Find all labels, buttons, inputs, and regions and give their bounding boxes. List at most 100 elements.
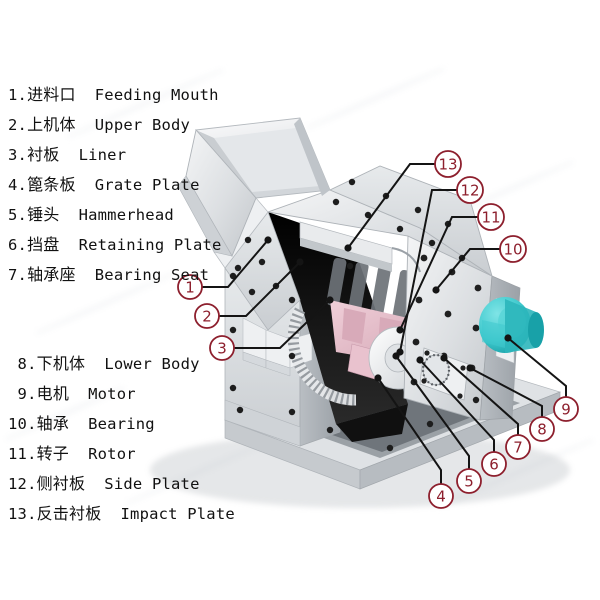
legend-item: 9.电机 Motor — [8, 379, 235, 409]
legend-item: 12.侧衬板 Side Plate — [8, 469, 235, 499]
legend-en: Liner — [78, 146, 127, 164]
legend-en: Bearing Seat — [94, 266, 210, 284]
legend-list-bottom: 8.下机体 Lower Body 9.电机 Motor 10.轴承 Bearin… — [8, 349, 235, 529]
callout-circle — [456, 468, 482, 494]
callout-5[interactable]: 5 — [456, 468, 482, 494]
legend-cn: 下机体 — [36, 354, 86, 373]
legend-num: 11. — [8, 445, 37, 463]
legend-num: 7. — [8, 266, 28, 284]
feeding-mouth-hopper — [177, 117, 331, 258]
callout-label: 6 — [489, 456, 499, 474]
legend-en: Motor — [88, 385, 136, 403]
callout-circle — [529, 416, 555, 442]
legend-en: Bearing — [88, 415, 155, 433]
leader-endpoint-dots — [264, 236, 512, 382]
callout-circle — [209, 335, 235, 361]
callout-circle — [505, 434, 531, 460]
callout-11[interactable]: 11 — [477, 203, 505, 231]
legend-cn: 侧衬板 — [36, 474, 86, 493]
legend-en: Side Plate — [104, 475, 200, 493]
callout-label: 9 — [561, 401, 571, 419]
legend-item: 10.轴承 Bearing — [8, 409, 235, 439]
legend-en: Grate Plate — [94, 176, 200, 194]
leader-lines — [202, 163, 567, 484]
callout-circle — [477, 203, 505, 231]
callout-label: 12 — [460, 182, 479, 200]
legend-cn: 进料口 — [27, 85, 76, 104]
legend-cn: 锤头 — [27, 205, 60, 224]
callout-label: 1 — [185, 279, 195, 297]
legend-item: 11.转子 Rotor — [8, 439, 235, 469]
legend-item: 2.上机体 Upper Body — [8, 110, 222, 140]
callout-3[interactable]: 3 — [209, 335, 235, 361]
legend-num: 6. — [8, 236, 28, 254]
callout-10[interactable]: 10 — [499, 235, 527, 263]
callout-2[interactable]: 2 — [194, 303, 220, 329]
bearing-seat — [419, 347, 469, 401]
callout-label: 4 — [436, 488, 446, 506]
legend-num: 8. — [17, 355, 37, 373]
upper-body — [266, 165, 493, 278]
callout-9[interactable]: 9 — [553, 396, 579, 422]
callout-circle — [456, 176, 484, 204]
callout-circle — [428, 483, 454, 509]
legend-num: 9. — [17, 385, 37, 403]
legend-num: 1. — [8, 86, 28, 104]
callout-label: 3 — [217, 340, 227, 358]
legend-num: 13. — [8, 505, 37, 523]
legend-en: Upper Body — [94, 116, 191, 134]
callout-12[interactable]: 12 — [456, 176, 484, 204]
legend-num: 5. — [8, 206, 28, 224]
callout-label: 5 — [464, 473, 474, 491]
legend-item: 6.挡盘 Retaining Plate — [8, 230, 222, 260]
legend-cn: 挡盘 — [27, 235, 60, 254]
legend-cn: 轴承 — [36, 414, 70, 433]
legend-item: 1.进料口 Feeding Mouth — [8, 80, 222, 110]
impact-plate — [299, 221, 421, 273]
motor — [479, 297, 544, 353]
callout-label: 10 — [503, 241, 522, 259]
callout-label: 7 — [513, 439, 523, 457]
legend-cn: 上机体 — [27, 115, 76, 134]
legend-num: 10. — [8, 415, 37, 433]
legend-cn: 转子 — [36, 444, 70, 463]
legend-num: 4. — [8, 176, 28, 194]
legend-item: 8.下机体 Lower Body — [8, 349, 235, 379]
callout-circle — [481, 451, 507, 477]
legend-cn: 反击衬板 — [36, 504, 102, 523]
legend-list-top: 1.进料口 Feeding Mouth 2.上机体 Upper Body 3.衬… — [8, 80, 222, 290]
callout-13[interactable]: 13 — [434, 150, 462, 178]
legend-cn: 电机 — [36, 384, 70, 403]
legend-cn: 篦条板 — [27, 175, 76, 194]
callout-circle — [499, 235, 527, 263]
legend-item: 13.反击衬板 Impact Plate — [8, 499, 235, 529]
legend-item: 5.锤头 Hammerhead — [8, 200, 222, 230]
callout-1[interactable]: 1 — [177, 274, 203, 300]
callout-circle — [194, 303, 220, 329]
callout-label: 13 — [438, 156, 457, 174]
legend-num: 12. — [8, 475, 37, 493]
legend-item: 4.篦条板 Grate Plate — [8, 170, 222, 200]
callout-label: 8 — [537, 421, 547, 439]
callout-circle — [434, 150, 462, 178]
legend-cn: 衬板 — [27, 145, 60, 164]
legend-en: Impact Plate — [120, 505, 235, 523]
legend-cn: 轴承座 — [27, 265, 76, 284]
callout-4[interactable]: 4 — [428, 483, 454, 509]
callout-label: 2 — [202, 308, 212, 326]
legend-num: 3. — [8, 146, 28, 164]
legend-num: 2. — [8, 116, 28, 134]
legend-en: Lower Body — [104, 355, 200, 373]
callout-circle — [553, 396, 579, 422]
callout-6[interactable]: 6 — [481, 451, 507, 477]
legend-item: 7.轴承座 Bearing Seat — [8, 260, 222, 290]
callout-circle — [177, 274, 203, 300]
legend-en: Rotor — [88, 445, 136, 463]
frame-bolts — [229, 262, 480, 452]
legend-en: Feeding Mouth — [94, 86, 219, 104]
callout-8[interactable]: 8 — [529, 416, 555, 442]
callout-7[interactable]: 7 — [505, 434, 531, 460]
